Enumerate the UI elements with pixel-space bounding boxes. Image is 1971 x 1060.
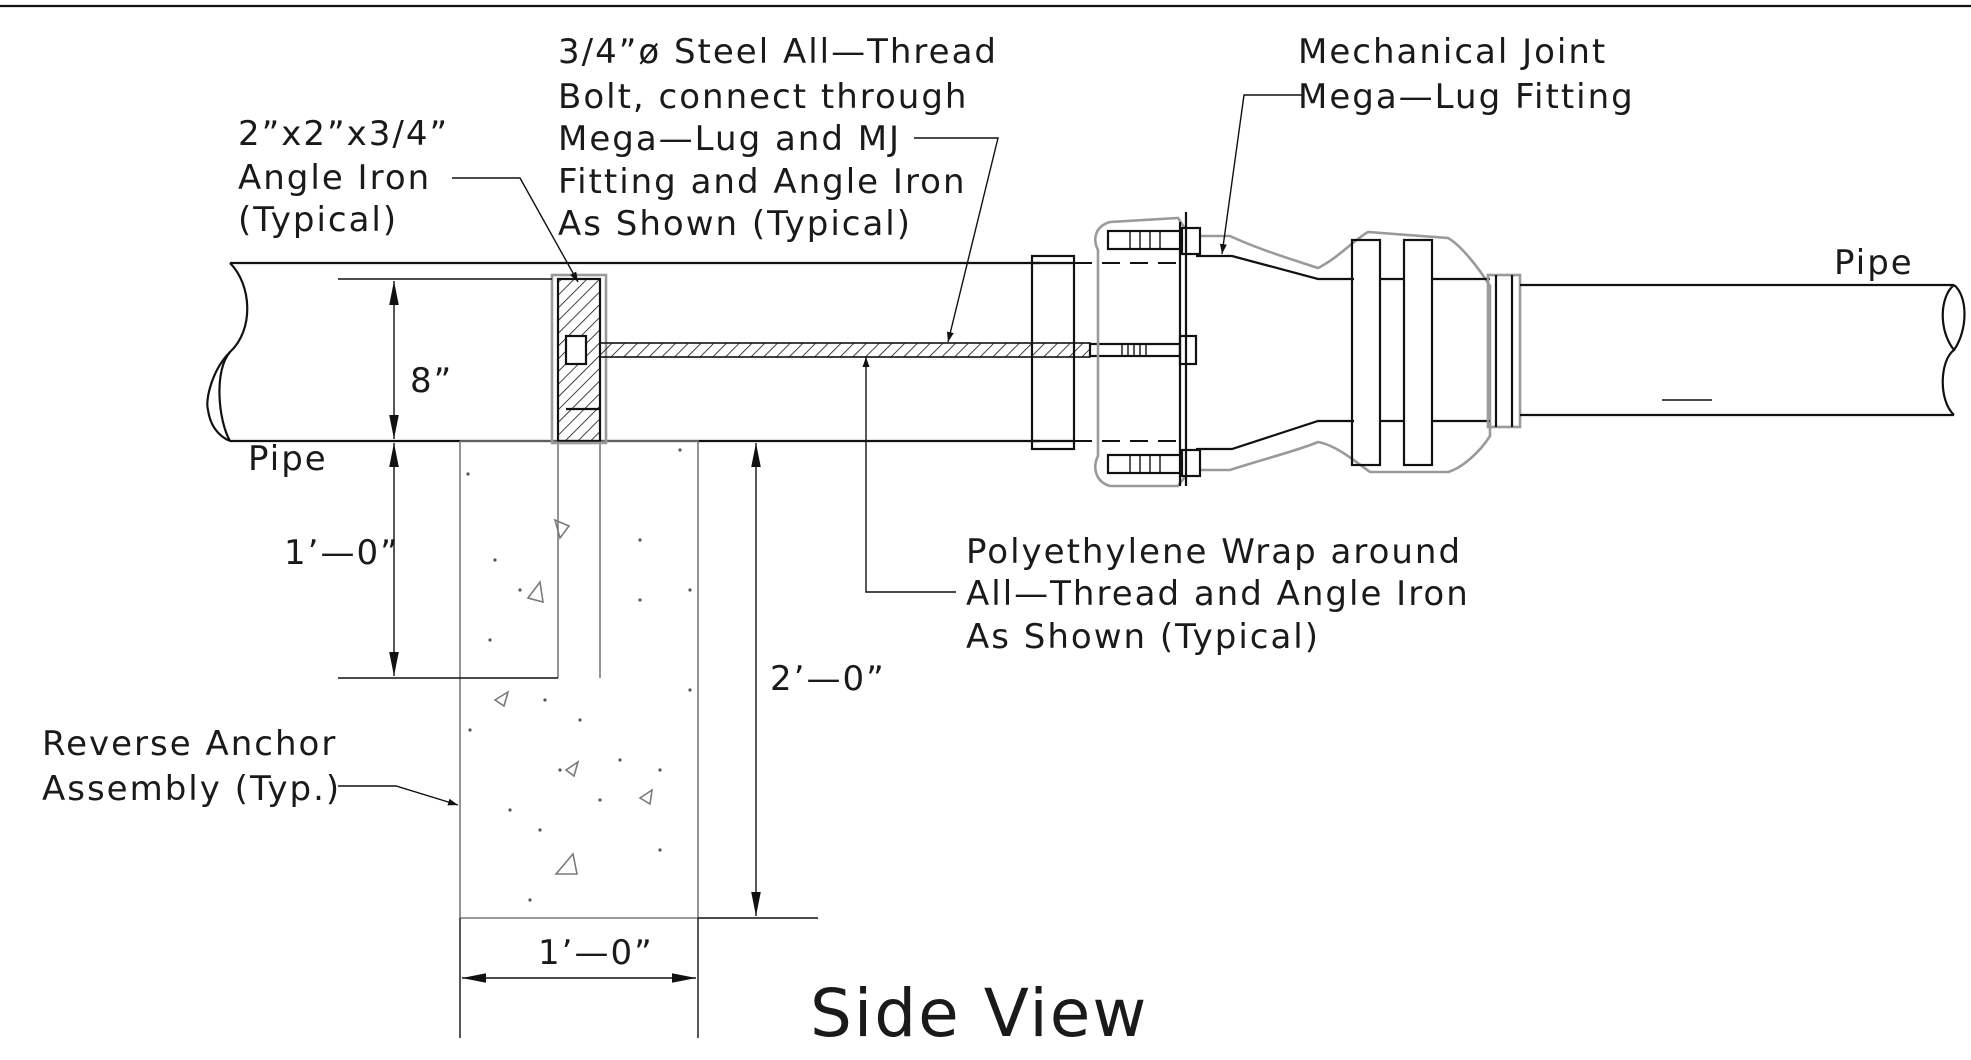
angle-iron	[550, 273, 608, 445]
dim-step-height: 1’—0”	[284, 533, 400, 573]
anchor-label: Reverse Anchor Assembly (Typ.)	[42, 724, 350, 809]
dim-anchor-depth: 2’—0”	[770, 659, 886, 699]
dim-anchor-width: 1’—0”	[538, 933, 654, 973]
poly-wrap-label: Polyethylene Wrap around All—Thread and …	[966, 532, 1483, 657]
all-thread-bolt	[599, 334, 1198, 366]
mega-lug-fitting	[1030, 212, 1492, 488]
leader-lines	[338, 94, 1304, 806]
angle-iron-label: 2”x2”x3/4” Angle Iron (Typical)	[238, 114, 462, 240]
bolt-label: 3/4”ø Steel All—Thread Bolt, connect thr…	[558, 32, 1011, 244]
dim-pipe-diameter: 8”	[410, 361, 453, 401]
mj-fitting-label: Mechanical Joint Mega—Lug Fitting	[1298, 32, 1635, 117]
pipe-right-label: Pipe	[1834, 243, 1914, 283]
concrete-anchor-block	[459, 440, 699, 919]
right-pipe	[1486, 273, 1966, 429]
pipe-left-label: Pipe	[248, 439, 328, 479]
view-title: Side View	[810, 975, 1148, 1052]
dimension-lines	[338, 278, 818, 1038]
